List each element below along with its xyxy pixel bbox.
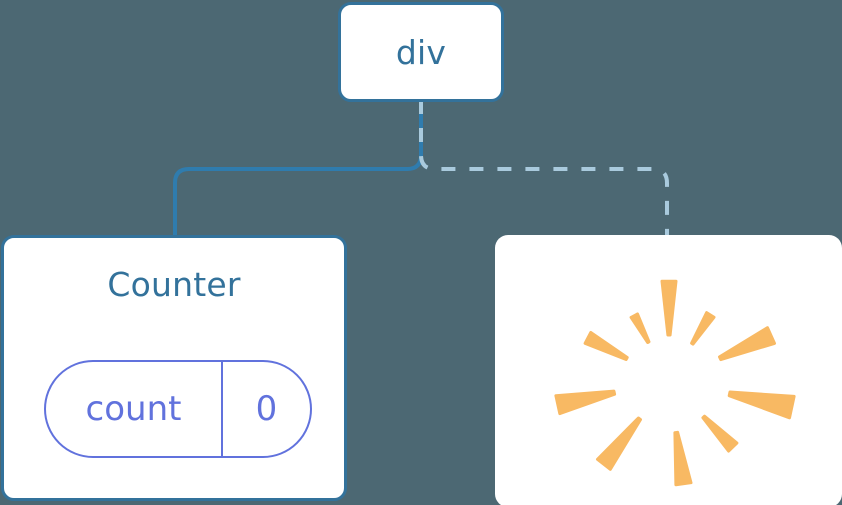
state-pill-value: 0 bbox=[255, 389, 278, 429]
state-pill-divider bbox=[221, 362, 223, 456]
node-counter-label: Counter bbox=[107, 265, 241, 304]
edge-root-to-counter bbox=[173, 100, 423, 238]
node-div[interactable]: div bbox=[338, 2, 504, 102]
state-pill-key: count bbox=[85, 389, 182, 429]
state-pill[interactable]: count 0 bbox=[44, 360, 312, 458]
render-burst-ray-9 bbox=[629, 312, 651, 344]
render-burst-ray-8 bbox=[583, 331, 629, 361]
render-burst-ray-1 bbox=[690, 311, 716, 346]
render-burst-ray-7 bbox=[554, 389, 617, 416]
node-counter[interactable]: Counter count 0 bbox=[1, 235, 347, 501]
render-burst-icon bbox=[554, 279, 796, 487]
render-burst-ray-4 bbox=[701, 414, 739, 453]
node-div-label: div bbox=[395, 32, 447, 72]
render-burst-ray-0 bbox=[660, 279, 678, 337]
render-burst-ray-2 bbox=[718, 326, 776, 362]
node-render-burst[interactable] bbox=[495, 235, 842, 505]
render-burst-ray-3 bbox=[727, 390, 796, 420]
render-burst-ray-5 bbox=[673, 430, 693, 487]
render-burst-ray-6 bbox=[596, 416, 642, 471]
edge-root-to-sparkle bbox=[419, 100, 669, 238]
